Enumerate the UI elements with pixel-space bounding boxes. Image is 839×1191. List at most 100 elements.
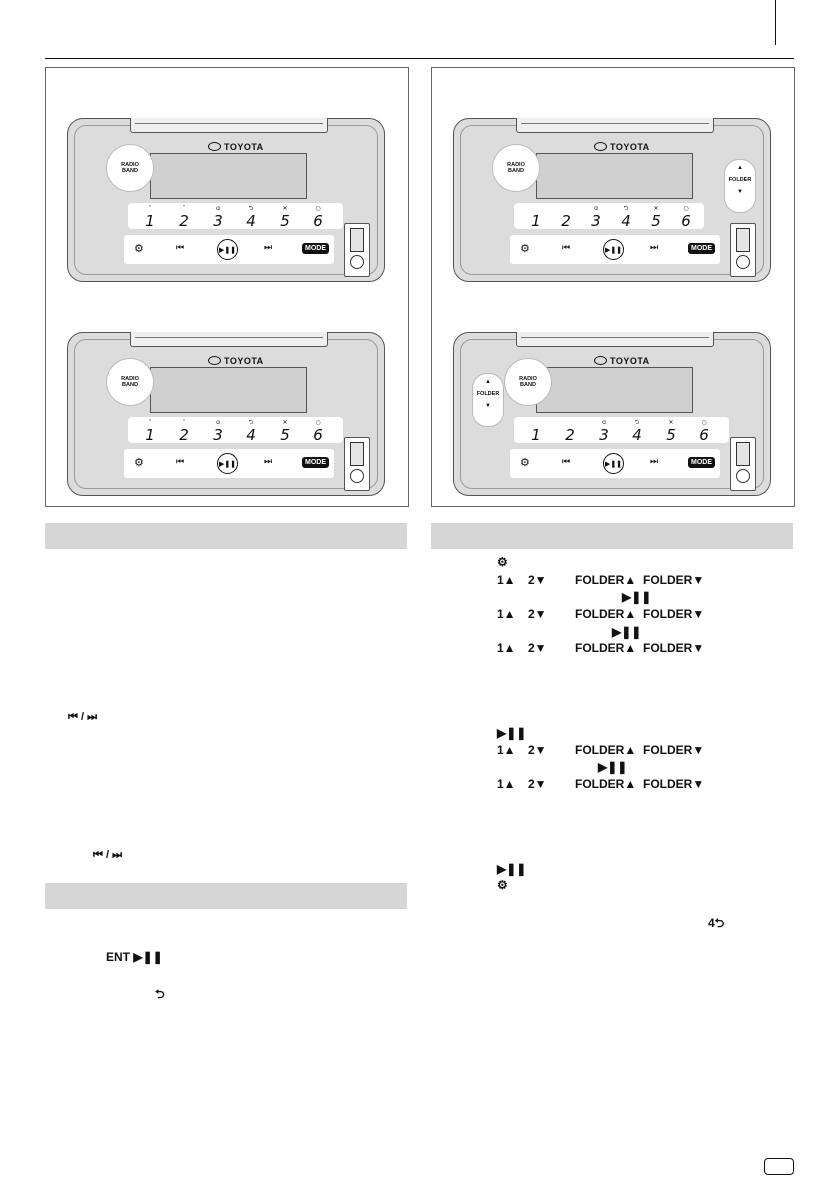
- gear-icon: ⚙: [497, 878, 508, 892]
- unit-display: [536, 367, 693, 413]
- preset-1-up-icon: 1▲: [497, 743, 516, 757]
- folder-button: ▲FOLDER▼: [472, 373, 504, 427]
- preset-1-up-icon: 1▲: [497, 607, 516, 621]
- section-heading-bar-left-2: [45, 883, 407, 909]
- preset-4: ⮌4: [632, 419, 642, 445]
- toyota-logo-icon: [208, 142, 221, 152]
- usb-port-icon: [736, 442, 750, 466]
- usb-aux-panel: [344, 223, 370, 277]
- control-row: ⚙ ⏮ ▶❚❚ ⏭ MODE: [510, 235, 720, 264]
- preset-2-down-icon: 2▼: [528, 573, 547, 587]
- cd-slot: [516, 118, 714, 133]
- play-pause-icon: ▶❚❚: [598, 760, 628, 774]
- folder-up-icon: FOLDER▲: [575, 641, 637, 655]
- mode-button: MODE: [302, 457, 329, 468]
- folder-up-icon: FOLDER▲: [575, 777, 637, 791]
- language-tab-badge: [764, 1158, 794, 1175]
- brand-logo: TOYOTA: [208, 142, 264, 152]
- corner-crop-mark: [775, 0, 776, 45]
- aux-jack-icon: [350, 255, 364, 269]
- aux-jack-icon: [736, 469, 750, 483]
- usb-port-icon: [350, 442, 364, 466]
- preset-5: ✕5: [666, 419, 676, 445]
- preset-2-down-icon: 2▼: [528, 641, 547, 655]
- unit-display: [150, 367, 307, 413]
- cd-slot: [516, 332, 714, 347]
- toyota-logo-icon: [594, 142, 607, 152]
- usb-aux-panel: [730, 223, 756, 277]
- preset-5: ✕5: [280, 205, 290, 231]
- header-rule: [45, 58, 794, 59]
- preset-2-down-icon: 2▼: [528, 777, 547, 791]
- preset-2: ˅2: [179, 205, 189, 231]
- preset-2-down-icon: 2▼: [528, 743, 547, 757]
- folder-button: ▲FOLDER▼: [724, 159, 756, 213]
- gear-icon: ⚙: [497, 555, 508, 569]
- folder-down-icon: FOLDER▼: [643, 607, 705, 621]
- usb-port-icon: [736, 228, 750, 252]
- aux-jack-icon: [736, 255, 750, 269]
- preset-2: ˅2: [179, 419, 189, 445]
- next-track-icon: ⏭: [650, 242, 659, 252]
- play-pause-icon: ▶❚❚: [603, 453, 624, 474]
- gear-icon: ⚙: [134, 457, 144, 469]
- preset-1: ˄1: [145, 419, 155, 445]
- skip-buttons-icon: ⏮ / ⏭: [93, 849, 122, 861]
- brand-logo: TOYOTA: [594, 142, 650, 152]
- play-pause-icon: ▶❚❚: [217, 453, 238, 474]
- preset-6: ○6: [681, 205, 691, 231]
- ent-play-pause-icon: ENT ▶❚❚: [106, 950, 163, 964]
- cd-slot: [130, 118, 328, 133]
- unit-display: [536, 153, 693, 199]
- play-pause-icon: ▶❚❚: [497, 726, 527, 740]
- folder-up-icon: FOLDER▲: [575, 607, 637, 621]
- folder-down-icon: FOLDER▼: [643, 573, 705, 587]
- play-pause-icon: ▶❚❚: [217, 239, 238, 260]
- prev-track-icon: ⏮: [176, 242, 185, 252]
- preset-1-up-icon: 1▲: [497, 777, 516, 791]
- section-heading-bar-left-1: [45, 523, 407, 549]
- preset-5: ✕5: [280, 419, 290, 445]
- usb-aux-panel: [730, 437, 756, 491]
- folder-down-icon: FOLDER▼: [643, 743, 705, 757]
- preset-6: ○6: [699, 419, 709, 445]
- cd-slot: [130, 332, 328, 347]
- preset-4-back-icon: 4⮌: [708, 916, 725, 930]
- control-row: ⚙ ⏮ ▶❚❚ ⏭ MODE: [510, 449, 720, 478]
- next-track-icon: ⏭: [264, 456, 273, 466]
- control-row: ⚙ ⏮ ▶❚❚ ⏭ MODE: [124, 235, 334, 264]
- preset-1-up-icon: 1▲: [497, 573, 516, 587]
- toyota-logo-icon: [208, 356, 221, 366]
- preset-1: ˄1: [145, 205, 155, 231]
- play-pause-icon: ▶❚❚: [603, 239, 624, 260]
- control-row: ⚙ ⏮ ▶❚❚ ⏭ MODE: [124, 449, 334, 478]
- play-pause-icon: ▶❚❚: [497, 862, 527, 876]
- section-heading-bar-right: [431, 523, 793, 549]
- gear-icon: ⚙: [134, 243, 144, 255]
- folder-down-icon: FOLDER▼: [643, 777, 705, 791]
- back-icon: ⮌: [155, 987, 165, 1001]
- brand-logo: TOYOTA: [594, 356, 650, 366]
- preset-4: ⮌4: [246, 419, 256, 445]
- mode-button: MODE: [688, 243, 715, 254]
- play-pause-icon: ▶❚❚: [622, 590, 652, 604]
- preset-1: 1: [531, 212, 541, 230]
- unit-display: [150, 153, 307, 199]
- preset-6: ○6: [313, 205, 323, 231]
